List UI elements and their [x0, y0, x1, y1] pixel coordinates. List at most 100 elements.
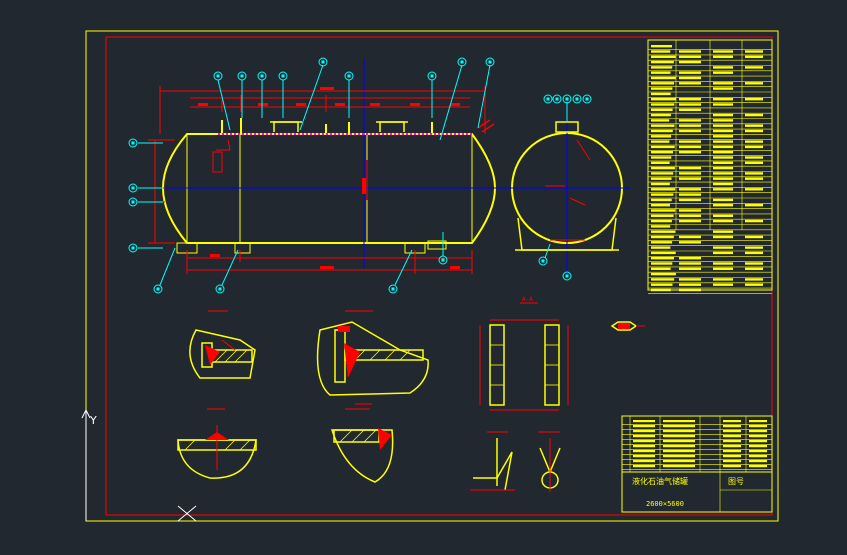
- spec-table-cell-text: [713, 145, 733, 149]
- spec-table-cell-text: [651, 262, 673, 265]
- title-text: 液化石油气储罐: [632, 476, 688, 486]
- detail-i: [189, 310, 256, 379]
- spec-table-cell-text: [713, 235, 733, 239]
- spec-table: [647, 39, 773, 291]
- spec-table-cell-text: [651, 235, 674, 239]
- section-a-a: [479, 302, 569, 411]
- saddle-base: [427, 240, 447, 250]
- title-block-cell-text: [663, 450, 695, 453]
- spec-table-cell-text: [679, 166, 701, 170]
- spec-table-cell-text: [651, 71, 671, 74]
- spec-table-cell-text: [651, 55, 676, 58]
- spec-table-cell-text: [713, 267, 733, 270]
- spec-table-cell-text: [651, 177, 672, 180]
- title-block-cell-text: [749, 445, 767, 448]
- ucs-y-label: Y: [89, 414, 97, 427]
- spec-table-cell-text: [651, 145, 675, 149]
- spec-table-cell-text: [679, 214, 701, 217]
- title-block-cell-text: [663, 465, 695, 468]
- spec-table-cell-text: [651, 135, 672, 138]
- spec-table-cell-text: [745, 246, 763, 249]
- spec-table-cell-text: [713, 198, 733, 202]
- spec-table-cell-text: [745, 156, 763, 159]
- balloon-tag-mark: [156, 287, 160, 291]
- spec-table-cell-text: [651, 230, 676, 233]
- title-block-cell-text: [633, 440, 655, 443]
- spec-table-cell-text: [651, 209, 676, 212]
- spec-table-cell-text: [651, 119, 670, 122]
- spec-table-cell-text: [713, 113, 733, 117]
- detail-iv: [330, 408, 394, 483]
- spec-table-cell-text: [745, 177, 763, 180]
- spec-table-cell-text: [679, 55, 701, 58]
- spec-table-cell-text: [713, 246, 733, 249]
- title-block-cell-text: [633, 455, 655, 458]
- title-block-cell-text: [749, 440, 767, 443]
- spec-table-cell-text: [679, 209, 701, 212]
- title-block-cell-text: [633, 430, 655, 433]
- spec-table-cell-text: [745, 98, 763, 101]
- spec-table-cell-text: [745, 50, 763, 53]
- spec-table-cell-text: [651, 108, 673, 111]
- balloon-tag-mark: [460, 60, 464, 64]
- spec-table-cell-text: [679, 50, 701, 53]
- spec-table-cell-text: [651, 267, 671, 270]
- title-block-cell-text: [633, 460, 655, 463]
- spec-table-cell-text: [651, 278, 675, 281]
- balloon-tag-mark: [488, 60, 492, 64]
- title-block-cell-text: [633, 465, 655, 468]
- spec-table-cell-text: [651, 193, 674, 196]
- spec-table-cell-text: [745, 66, 763, 69]
- spec-table-cell-text: [713, 140, 733, 143]
- title-block-cell-text: [663, 445, 695, 448]
- balloon-tag-mark: [585, 97, 589, 101]
- spec-table-cell-text: [679, 193, 701, 196]
- spec-table-cell-text: [651, 98, 676, 101]
- balloon-tag-mark: [541, 259, 545, 263]
- end-view-dimensions: [545, 139, 591, 241]
- balloon-tag-mark: [321, 60, 325, 64]
- center-mark: [362, 178, 366, 194]
- spec-table-cell-text: [679, 283, 701, 286]
- spec-table-cell-text: [679, 241, 701, 244]
- balloon-tag-mark: [430, 74, 434, 78]
- spec-table-cell-text: [713, 219, 733, 223]
- spec-table-cell-text: [679, 124, 701, 127]
- spec-table-cell-text: [679, 235, 701, 239]
- spec-table-cell-text: [745, 235, 763, 239]
- balloon-tag-mark: [347, 74, 351, 78]
- spec-table-cell-text: [713, 283, 733, 286]
- spec-table-cell-text: [651, 272, 676, 276]
- spec-table-cell-text: [651, 198, 672, 202]
- spec-table-cell-text: [713, 129, 733, 133]
- vessel-end-view: [505, 94, 630, 281]
- spec-table-cell-text: [745, 161, 763, 164]
- spec-table-cell-text: [651, 151, 673, 154]
- manways: [270, 121, 408, 132]
- title-block-cell-text: [723, 425, 741, 428]
- top-dimension-text: [198, 87, 460, 106]
- top-nozzles: [221, 118, 433, 134]
- spec-table-cell-text: [679, 288, 701, 292]
- spec-table-cell-text: [713, 166, 733, 170]
- spec-table-cell-text: [679, 103, 701, 106]
- nozzle-tag-balloons: [128, 57, 495, 294]
- balloon-tag-mark: [218, 287, 222, 291]
- spec-table-cell-text: [679, 145, 701, 149]
- title-block-cell-text: [633, 425, 655, 428]
- balloon-tag-mark: [131, 246, 135, 250]
- drawing-number: 图号: [728, 477, 744, 486]
- title-block-cell-text: [749, 430, 767, 433]
- spec-table-cell-text: [679, 98, 701, 101]
- spec-table-cell-text: [651, 288, 671, 292]
- balloon-tag-mark: [565, 274, 569, 278]
- spec-table-cell-text: [651, 225, 671, 228]
- bottom-dimensions: [186, 250, 473, 274]
- balloon-tag-mark: [441, 258, 445, 262]
- spec-table-cell-text: [679, 82, 701, 85]
- spec-table-cell-text: [679, 151, 701, 154]
- internal-weld-marks: [212, 139, 231, 173]
- title-block-cell-text: [749, 465, 767, 468]
- spec-table-cell-text: [713, 55, 733, 58]
